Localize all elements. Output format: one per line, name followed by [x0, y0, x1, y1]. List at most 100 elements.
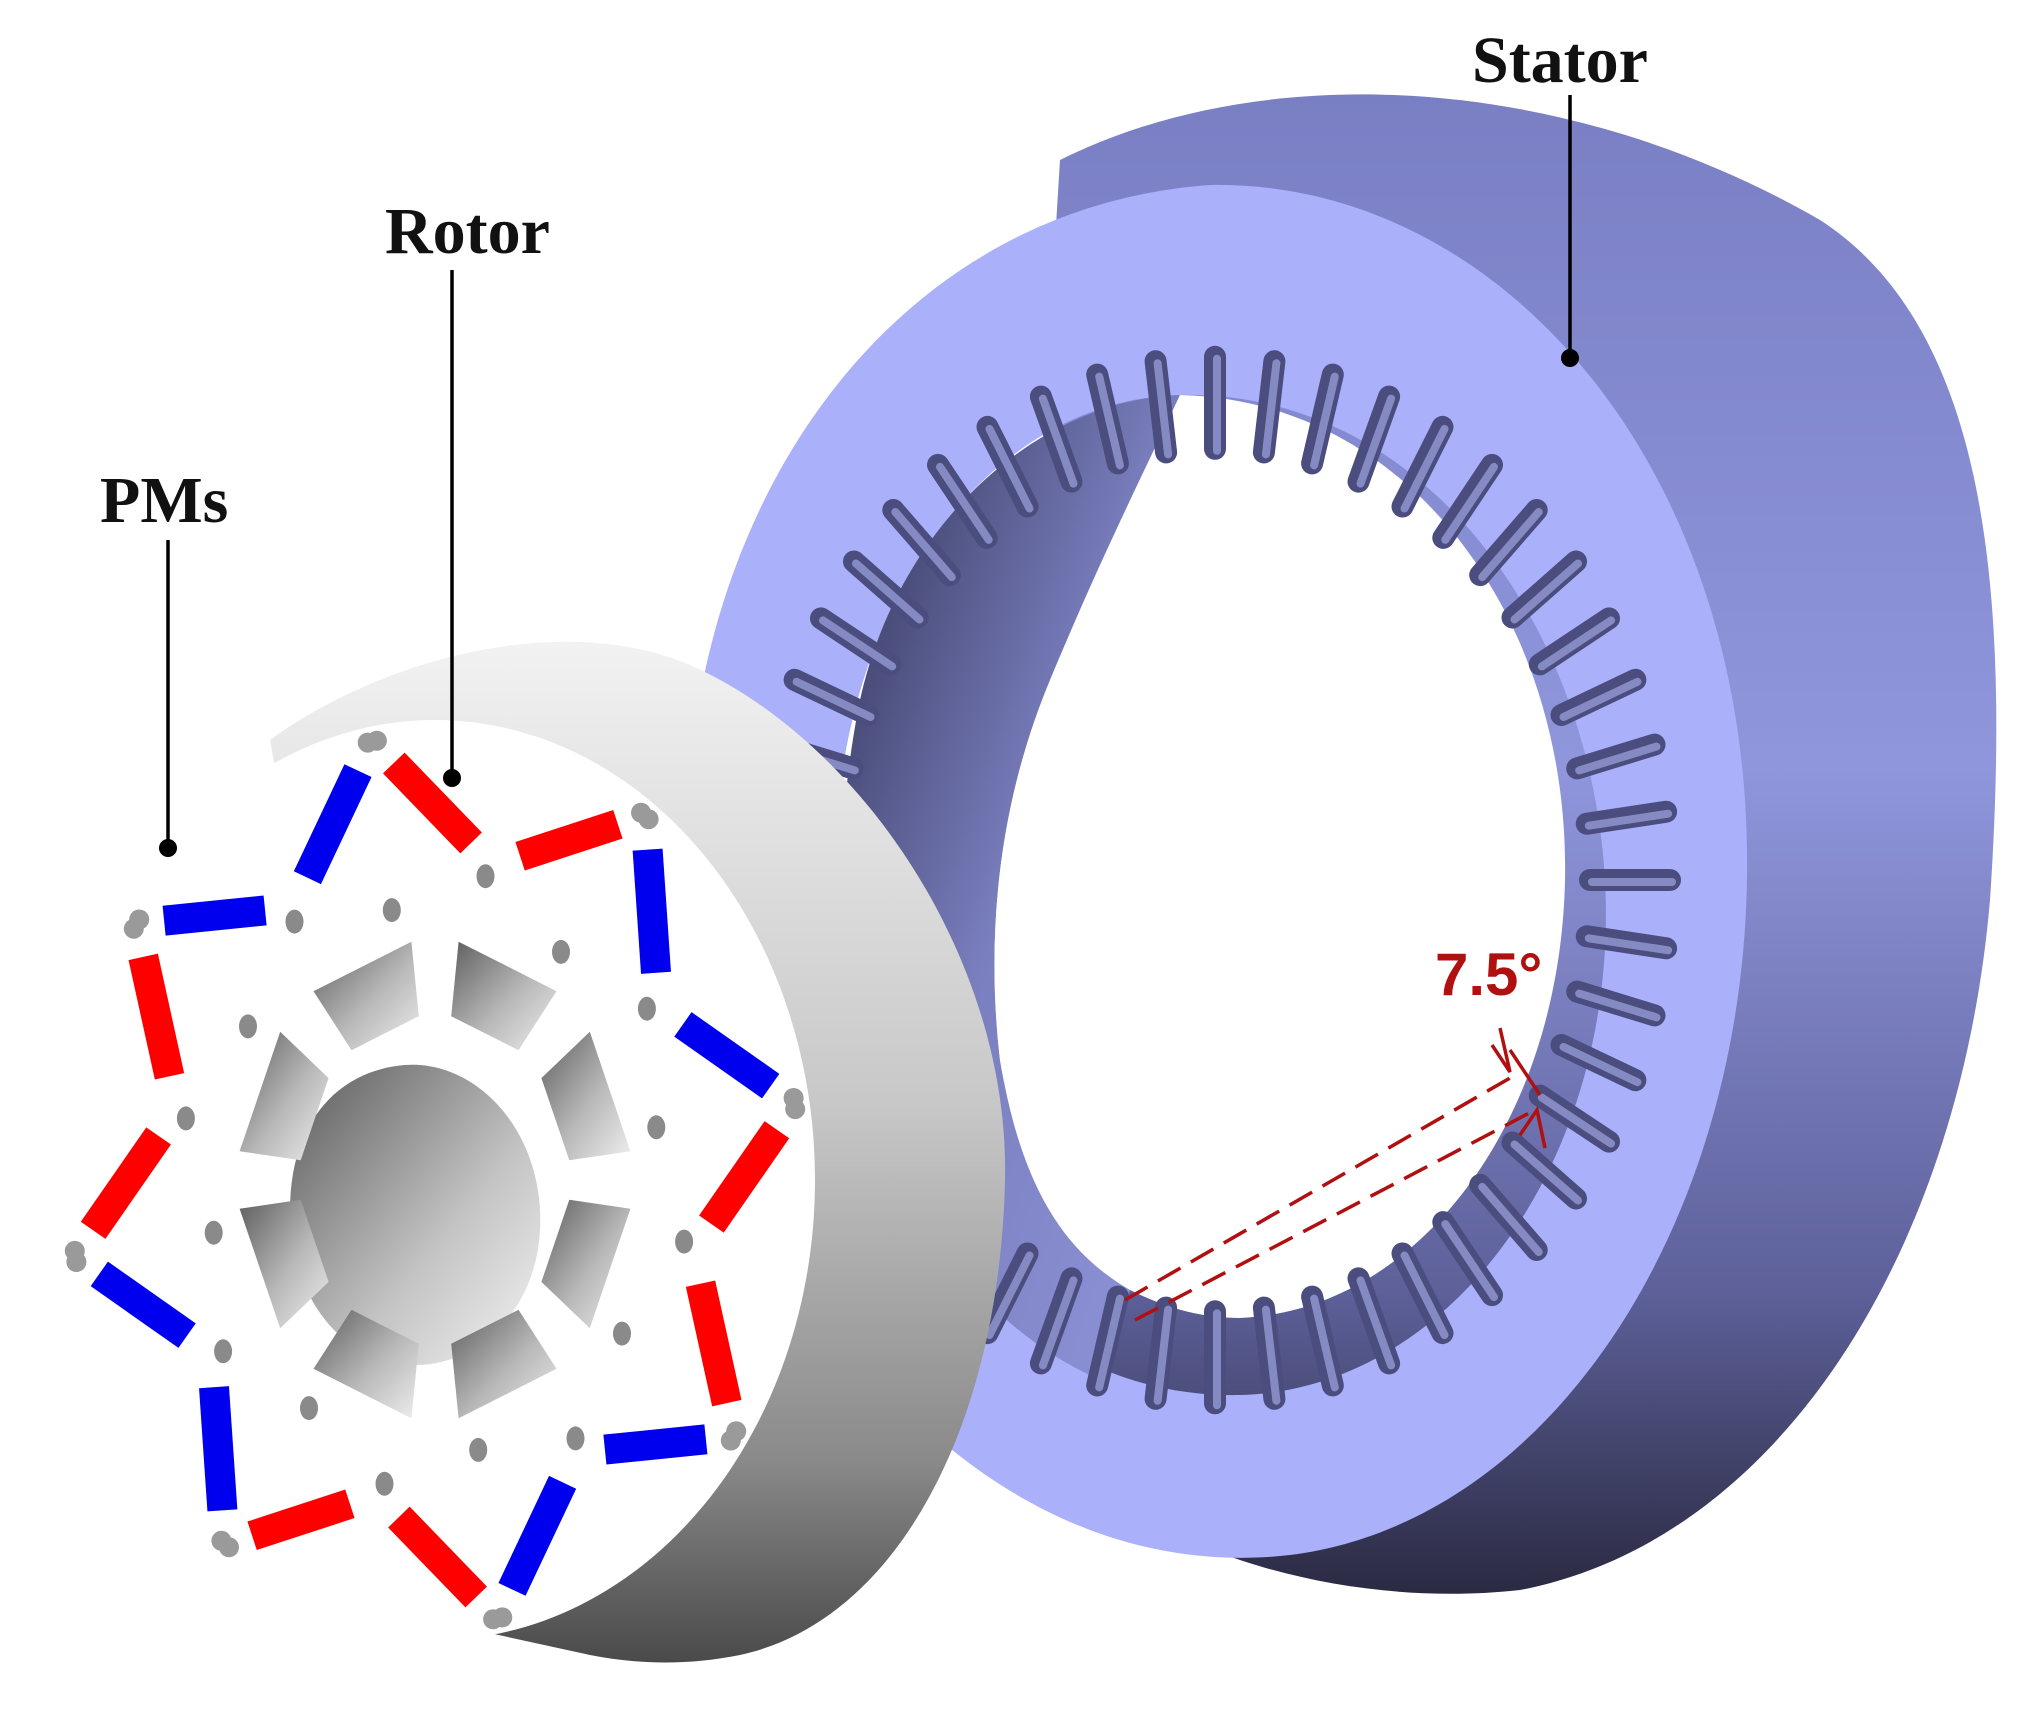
stator-slot-highlight	[1261, 1305, 1281, 1405]
permanent-magnet	[383, 752, 482, 854]
stator-slot-highlight	[1153, 1305, 1173, 1405]
stator-leader-dot	[1561, 349, 1579, 367]
dimension-tick	[1508, 1049, 1542, 1096]
stator-slot-highlight	[985, 424, 1034, 513]
stator-slot-highlight	[1537, 1093, 1615, 1148]
permanent-magnet	[632, 848, 671, 974]
stator-slot-highlight	[819, 616, 897, 671]
permanent-magnet	[199, 1386, 238, 1512]
permanent-magnet	[603, 1424, 708, 1465]
stator-slot-highlight	[792, 677, 875, 721]
stator-slot-highlight	[1441, 1220, 1498, 1302]
permanent-magnet	[685, 1280, 742, 1407]
magnet-end-barrier	[785, 1099, 806, 1120]
stator-slot-highlight	[1153, 359, 1173, 459]
stator-slot-highlight	[891, 508, 956, 582]
permanent-magnet	[498, 1475, 577, 1596]
magnet-end-barrier	[638, 809, 659, 830]
pms-leader-dot	[159, 839, 177, 857]
magnet-end-barrier	[129, 909, 150, 930]
stator-slot-highlight	[1356, 1276, 1396, 1370]
stator-label: Stator	[1472, 24, 1648, 97]
rotor-label: Rotor	[385, 195, 550, 268]
rotor-pocket	[451, 1309, 557, 1419]
rotor	[55, 641, 1006, 1663]
pms-label: PMs	[100, 464, 228, 537]
rotor-hole	[566, 1426, 585, 1451]
slot-angle-dimension	[1124, 1027, 1547, 1322]
rotor-hole	[204, 1220, 223, 1245]
magnet-end-barrier	[64, 1240, 85, 1261]
rotor-pocket	[541, 1199, 631, 1329]
rotor-pocket	[451, 941, 557, 1051]
stator-slot-highlight	[1510, 559, 1582, 624]
stator-slot-highlight	[1356, 394, 1396, 488]
stator-slot-highlight	[1478, 508, 1543, 582]
dimension-arrow-lower	[1518, 1105, 1547, 1149]
magnet-end-barrier	[357, 732, 378, 753]
stator-slot-highlight	[936, 462, 993, 544]
callout-pms: PMs	[100, 464, 228, 857]
rotor-hole	[476, 864, 495, 889]
rotor-leader-dot	[443, 769, 461, 787]
stator-slot-highlight	[1537, 616, 1615, 671]
stator-front-face	[686, 184, 1748, 1558]
rotor-hole	[469, 1437, 488, 1462]
rotor-hole	[300, 1396, 318, 1421]
rotor-hole	[239, 1014, 257, 1039]
rotor-pocket	[541, 1031, 631, 1161]
stator-slot-highlight	[1310, 1294, 1339, 1392]
magnet-end-barrier	[211, 1530, 232, 1551]
rotor-hole	[637, 996, 656, 1021]
rotor-pocket	[313, 941, 419, 1051]
rotor-hole	[552, 939, 570, 964]
callout-stator: Stator	[1472, 24, 1648, 367]
stator-slot-highlight	[1310, 372, 1339, 470]
callout-rotor: Rotor	[385, 195, 550, 787]
stator-bore-opening	[994, 395, 1566, 1318]
permanent-magnet	[699, 1121, 790, 1233]
permanent-magnet	[247, 1489, 355, 1551]
permanent-magnet	[388, 1506, 487, 1608]
stator-slot-highlight	[1510, 1140, 1582, 1205]
permanent-magnet	[674, 1012, 780, 1099]
rotor-hole	[647, 1115, 666, 1140]
rotor-pocket	[239, 1031, 329, 1161]
stator-slot-highlight	[1575, 742, 1661, 775]
stator-slot-highlight	[1559, 677, 1642, 721]
stator-slot-highlight	[1095, 1294, 1124, 1392]
rotor-hole	[285, 909, 304, 934]
rotor-holes	[176, 864, 694, 1496]
permanent-magnet	[128, 953, 185, 1080]
stator-slot-highlight	[1575, 989, 1661, 1022]
stator-slot-highlight	[1400, 424, 1449, 513]
stator-slot-highlight	[1478, 1182, 1543, 1256]
stator-slot-highlight	[1559, 1043, 1642, 1087]
stator	[686, 94, 1997, 1594]
stator-slot-highlight	[1584, 809, 1673, 830]
rotor-pocket	[313, 1309, 419, 1419]
stator-slot-highlight	[1584, 934, 1673, 955]
permanent-magnet	[515, 809, 623, 871]
stator-slot-highlight	[1095, 372, 1124, 470]
permanent-magnets	[64, 730, 806, 1630]
rotor-hole	[613, 1321, 631, 1346]
rotor-flux-barriers	[239, 941, 631, 1419]
rotor-hole	[375, 1471, 394, 1496]
stator-slot-highlight	[1038, 394, 1078, 488]
angle-label: 7.5°	[1435, 941, 1542, 1008]
rotor-hole	[382, 898, 401, 923]
stator-slot-highlight	[985, 1251, 1034, 1340]
magnet-end-barrier	[720, 1430, 741, 1451]
rotor-hole	[675, 1229, 694, 1254]
dimension-arrow-upper	[1490, 1027, 1512, 1073]
permanent-magnet	[90, 1261, 196, 1348]
stator-slot-highlight	[1038, 1276, 1078, 1370]
stator-slot-highlight	[1441, 462, 1498, 544]
permanent-magnet	[293, 764, 372, 885]
rotor-hole	[176, 1106, 195, 1131]
magnet-end-barrier	[483, 1609, 504, 1630]
stator-slot-highlight	[1261, 359, 1281, 459]
permanent-magnet	[80, 1127, 171, 1239]
